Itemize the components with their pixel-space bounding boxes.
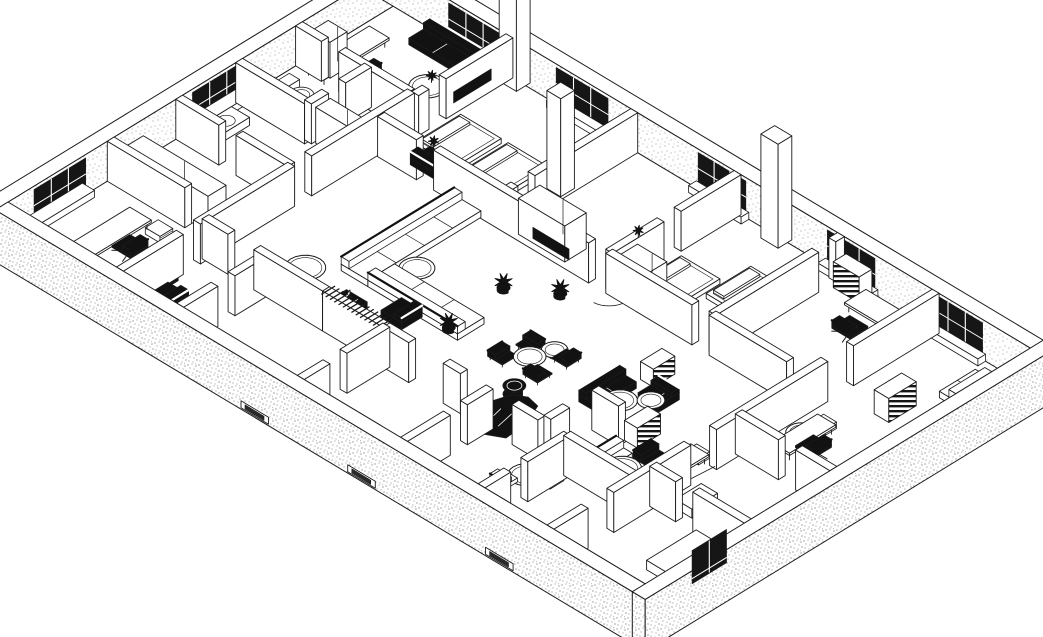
plant (439, 312, 458, 335)
partition-wall (175, 94, 227, 166)
partition-wall (339, 322, 391, 394)
louver (873, 372, 917, 423)
partition-wall (591, 385, 626, 447)
louver (624, 405, 661, 449)
partition-wall (649, 461, 683, 523)
partition-wall (338, 62, 372, 124)
chairS (551, 347, 583, 370)
wall-pier (546, 81, 575, 198)
partition-wall (295, 21, 329, 82)
chairT (632, 438, 670, 473)
partition-wall (201, 214, 236, 275)
wallPlant (632, 224, 644, 238)
partition-wall (605, 248, 700, 346)
chairT (111, 234, 150, 262)
plant (494, 273, 513, 295)
ped (144, 219, 174, 244)
partition-wall (734, 409, 786, 481)
tv (532, 226, 570, 261)
tv (453, 68, 492, 104)
plant (551, 279, 570, 301)
partition-wall (460, 384, 494, 446)
partition-wall (106, 136, 193, 229)
wallPlant (427, 135, 439, 149)
armD (380, 297, 424, 330)
exterior-wall-southeast (631, 339, 1043, 637)
tableR (513, 346, 547, 368)
wallPlant (425, 69, 437, 83)
partition-wall (673, 170, 742, 252)
door (691, 529, 727, 585)
exterior-wall-southwest (0, 201, 659, 637)
wall-pier (760, 125, 793, 249)
chairS (521, 363, 553, 386)
partition-wall (846, 288, 940, 387)
